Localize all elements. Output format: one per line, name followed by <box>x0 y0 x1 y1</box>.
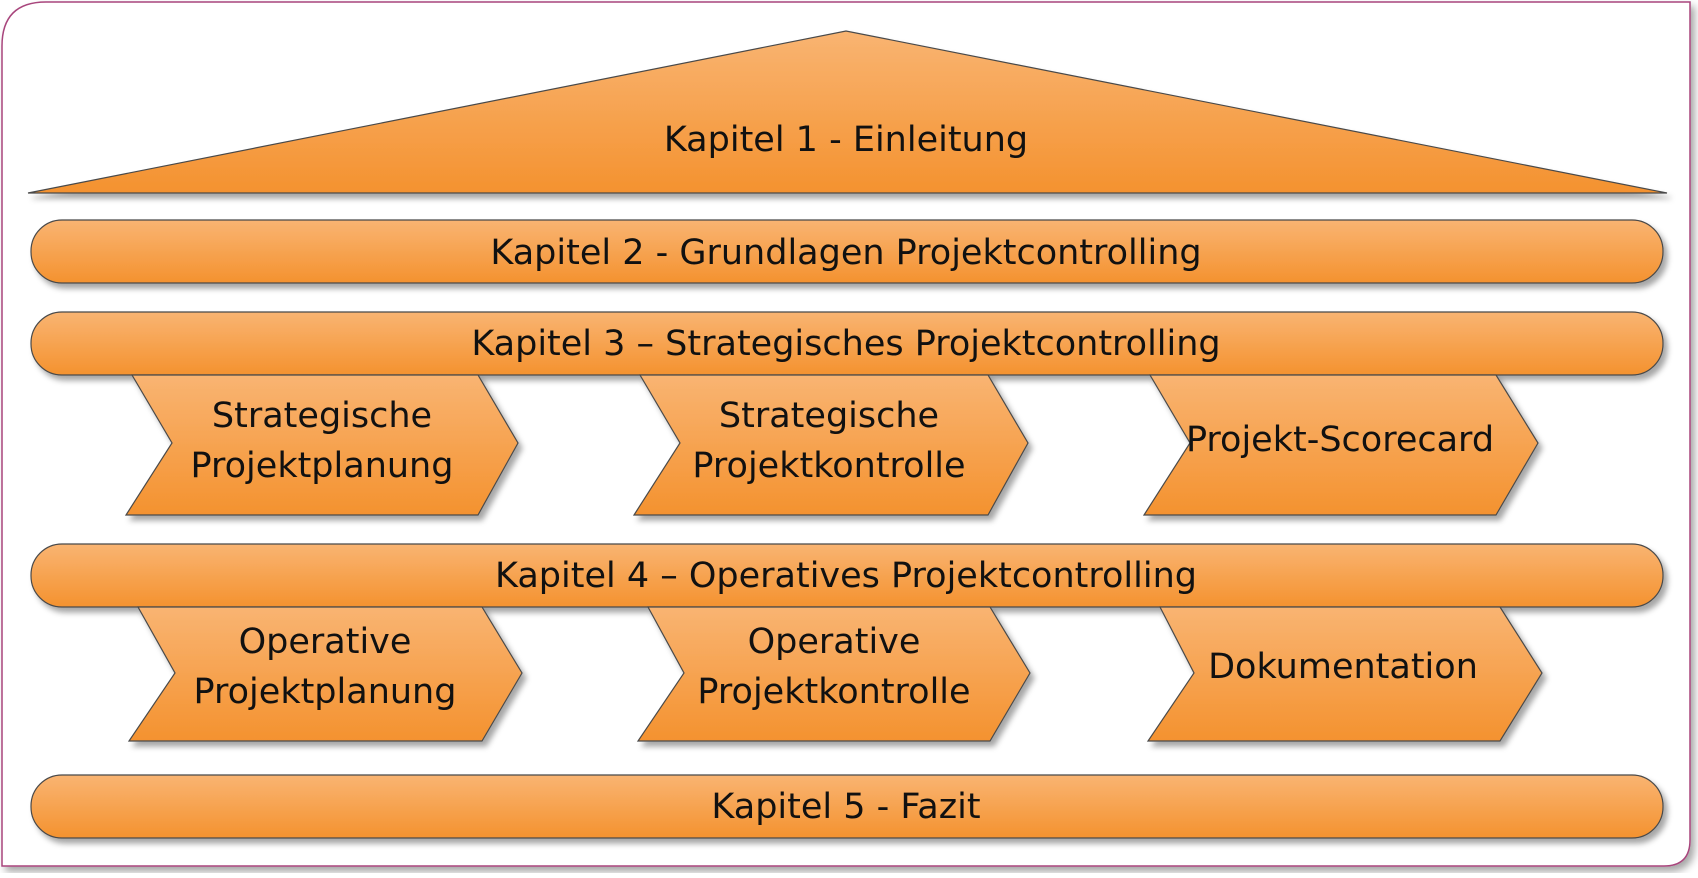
step-label-line2: Projektkontrolle <box>692 446 965 486</box>
chapter-5-label: Kapitel 5 - Fazit <box>711 787 980 827</box>
chapter-2-bar: Kapitel 2 - Grundlagen Projektcontrollin… <box>30 219 1664 284</box>
step-label-line1: Strategische <box>212 396 432 436</box>
roof-chapter-1: Kapitel 1 - Einleitung <box>27 30 1668 194</box>
chapter-3-step-project-scorecard: Projekt-Scorecard <box>1142 374 1539 516</box>
chapter-5-bar: Kapitel 5 - Fazit <box>30 774 1664 839</box>
roof-label: Kapitel 1 - Einleitung <box>664 120 1028 160</box>
chapter-3-label: Kapitel 3 – Strategisches Projektcontrol… <box>471 324 1220 364</box>
chapter-4-step-operative-control: Operative Projektkontrolle <box>636 606 1031 742</box>
chapter-2-label: Kapitel 2 - Grundlagen Projektcontrollin… <box>490 233 1201 273</box>
chapter-4-step-documentation: Dokumentation <box>1146 606 1543 742</box>
step-label-line1: Operative <box>748 622 921 662</box>
step-label-line2: Projektplanung <box>191 446 454 486</box>
step-label-line1: Projekt-Scorecard <box>1186 420 1494 460</box>
chapter-4-bar: Kapitel 4 – Operatives Projektcontrollin… <box>30 543 1664 608</box>
chapter-4-label: Kapitel 4 – Operatives Projektcontrollin… <box>495 556 1197 596</box>
step-label-line1: Operative <box>239 622 412 662</box>
chapter-3-step-strategic-control: Strategische Projektkontrolle <box>632 374 1029 516</box>
chapter-3-bar: Kapitel 3 – Strategisches Projektcontrol… <box>30 311 1664 376</box>
step-label-line2: Projektplanung <box>194 672 457 712</box>
step-label-line1: Dokumentation <box>1208 647 1478 687</box>
step-label-line2: Projektkontrolle <box>697 672 970 712</box>
chapter-3-step-strategic-planning: Strategische Projektplanung <box>124 374 519 516</box>
step-label-line1: Strategische <box>719 396 939 436</box>
chapter-4-step-operative-planning: Operative Projektplanung <box>127 606 523 742</box>
